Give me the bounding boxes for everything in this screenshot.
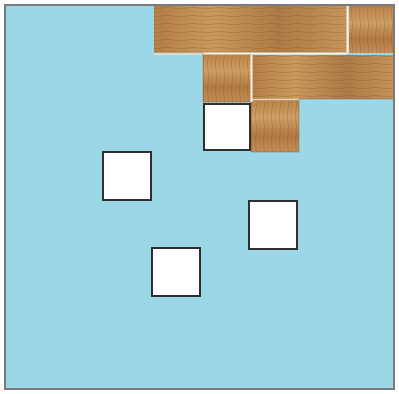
empty-tile[interactable] [249, 201, 297, 249]
wood-plank-lower-vertical [251, 99, 299, 152]
wood-plank-middle [251, 55, 395, 99]
empty-tile[interactable] [152, 248, 200, 296]
wood-plank-left-vertical [203, 53, 251, 102]
wood-plank-top [154, 6, 347, 53]
empty-tile[interactable] [204, 104, 250, 150]
wood-region [154, 6, 395, 152]
wood-plank-right-vertical [349, 6, 395, 53]
game-board [4, 4, 395, 390]
empty-tile[interactable] [103, 152, 151, 200]
board-drawing [6, 6, 395, 390]
